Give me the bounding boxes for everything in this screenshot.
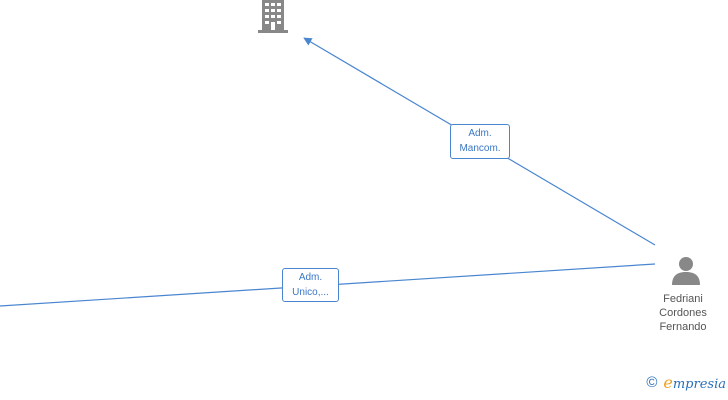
person-icon [672,257,700,285]
person-name-line: Fernando [659,321,707,333]
brand-watermark: © empresia [646,373,726,392]
person-name-line: Fedriani [663,293,703,305]
edge-label-line: Adm. [468,128,492,139]
brand-logo: empresia [663,373,726,392]
building-icon [258,0,288,33]
copyright-icon: © [646,374,658,391]
brand-logo-first-letter: e [663,373,673,392]
edge-label-line: Adm. [298,272,323,283]
person-node[interactable] [670,255,702,287]
edge-label-adm-unico[interactable]: Adm. Unico,... [282,268,339,302]
person-name[interactable]: Fedriani Cordones Fernando [638,292,728,334]
company-node[interactable] [256,0,290,34]
edge-label-adm-mancom[interactable]: Adm. Mancom. [450,124,510,159]
person-name-line: Cordones [659,307,707,319]
brand-logo-rest: mpresia [672,377,726,392]
edge-label-line: Mancom. [459,143,501,154]
edge-label-line: Unico,... [292,287,329,298]
